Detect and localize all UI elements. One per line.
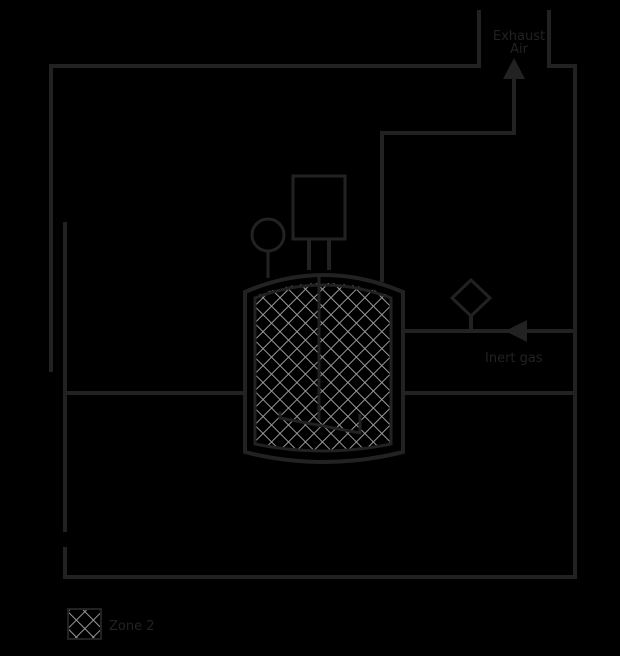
zone2-swatch xyxy=(67,608,102,640)
zone2-label: Zone 2 xyxy=(109,619,155,634)
exhaust-label-2: Air xyxy=(510,42,529,57)
reactor-vessel xyxy=(243,273,405,464)
exhaust-label-1: Exhaust xyxy=(493,29,545,44)
inert-gas-arrow-icon xyxy=(505,320,527,342)
inert-gas-line xyxy=(403,277,575,342)
legend-zone2: Zone 2 xyxy=(67,608,155,640)
exhaust-duct xyxy=(380,58,525,282)
agitator-motor xyxy=(291,174,347,270)
filter-valve-icon xyxy=(449,277,493,319)
room-enclosure xyxy=(49,10,577,579)
exhaust-arrow-icon xyxy=(503,58,525,79)
inert-gas-label: Inert gas xyxy=(485,351,543,366)
pressure-gauge-icon xyxy=(250,217,286,278)
